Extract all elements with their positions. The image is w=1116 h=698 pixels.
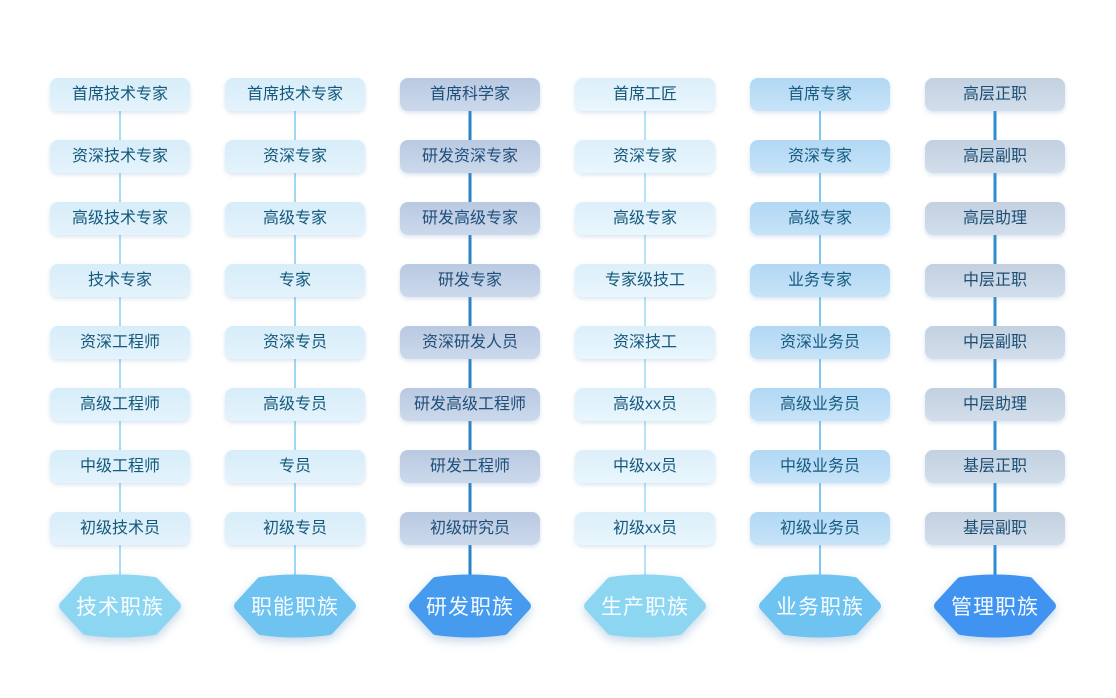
family-column-production: 首席工匠资深专家高级专家专家级技工资深技工高级xx员中级xx员初级xx员 生产职… xyxy=(575,78,715,638)
level-box: 高层副职 xyxy=(925,140,1065,173)
level-box: 基层正职 xyxy=(925,450,1065,483)
level-box: 高层正职 xyxy=(925,78,1065,111)
level-box: 资深专家 xyxy=(750,140,890,173)
family-column-business: 首席专家资深专家高级专家业务专家资深业务员高级业务员中级业务员初级业务员 业务职… xyxy=(750,78,890,638)
family-label: 研发职族 xyxy=(426,596,514,619)
level-box: 资深技工 xyxy=(575,326,715,359)
family-hexagon: 研发职族 xyxy=(408,574,532,638)
level-box: 资深专家 xyxy=(225,140,365,173)
level-box: 资深专员 xyxy=(225,326,365,359)
level-box: 业务专家 xyxy=(750,264,890,297)
level-box: 研发工程师 xyxy=(400,450,540,483)
family-label: 业务职族 xyxy=(776,596,864,619)
level-box: 高层助理 xyxy=(925,202,1065,235)
family-label: 职能职族 xyxy=(251,596,339,619)
levels: 高层正职高层副职高层助理中层正职中层副职中层助理基层正职基层副职 xyxy=(925,78,1065,545)
family-column-functional: 首席技术专家资深专家高级专家专家资深专员高级专员专员初级专员 职能职族 xyxy=(225,78,365,638)
levels: 首席技术专家资深专家高级专家专家资深专员高级专员专员初级专员 xyxy=(225,78,365,545)
level-box: 高级技术专家 xyxy=(50,202,190,235)
level-box: 专家级技工 xyxy=(575,264,715,297)
level-box: 技术专家 xyxy=(50,264,190,297)
level-box: 研发资深专家 xyxy=(400,140,540,173)
level-box: 首席技术专家 xyxy=(225,78,365,111)
level-box: 高级xx员 xyxy=(575,388,715,421)
level-box: 高级专家 xyxy=(575,202,715,235)
family-label: 生产职族 xyxy=(601,596,689,619)
level-box: 初级技术员 xyxy=(50,512,190,545)
level-box: 初级业务员 xyxy=(750,512,890,545)
level-box: 研发专家 xyxy=(400,264,540,297)
level-box: 初级xx员 xyxy=(575,512,715,545)
level-box: 研发高级工程师 xyxy=(400,388,540,421)
level-box: 资深技术专家 xyxy=(50,140,190,173)
level-box: 中级业务员 xyxy=(750,450,890,483)
level-box: 首席技术专家 xyxy=(50,78,190,111)
family-label: 管理职族 xyxy=(951,596,1039,619)
level-box: 研发高级专家 xyxy=(400,202,540,235)
level-box: 专员 xyxy=(225,450,365,483)
level-box: 中层正职 xyxy=(925,264,1065,297)
level-box: 资深研发人员 xyxy=(400,326,540,359)
family-hexagon: 技术职族 xyxy=(58,574,182,638)
family-label: 技术职族 xyxy=(76,596,164,619)
hexagon-shape xyxy=(934,574,1056,638)
family-hexagon: 职能职族 xyxy=(233,574,357,638)
level-box: 高级业务员 xyxy=(750,388,890,421)
level-box: 首席工匠 xyxy=(575,78,715,111)
level-box: 高级专员 xyxy=(225,388,365,421)
level-box: 中级xx员 xyxy=(575,450,715,483)
hexagon-shape xyxy=(409,574,531,638)
levels: 首席技术专家资深技术专家高级技术专家技术专家资深工程师高级工程师中级工程师初级技… xyxy=(50,78,190,545)
family-column-technology: 首席技术专家资深技术专家高级技术专家技术专家资深工程师高级工程师中级工程师初级技… xyxy=(50,78,190,638)
family-hexagon: 管理职族 xyxy=(933,574,1057,638)
level-box: 资深专家 xyxy=(575,140,715,173)
levels: 首席科学家研发资深专家研发高级专家研发专家资深研发人员研发高级工程师研发工程师初… xyxy=(400,78,540,545)
level-box: 中层助理 xyxy=(925,388,1065,421)
level-box: 中层副职 xyxy=(925,326,1065,359)
hexagon-shape xyxy=(759,574,881,638)
levels: 首席工匠资深专家高级专家专家级技工资深技工高级xx员中级xx员初级xx员 xyxy=(575,78,715,545)
family-column-rnd: 首席科学家研发资深专家研发高级专家研发专家资深研发人员研发高级工程师研发工程师初… xyxy=(400,78,540,638)
family-hexagon: 业务职族 xyxy=(758,574,882,638)
level-box: 高级专家 xyxy=(225,202,365,235)
level-box: 首席科学家 xyxy=(400,78,540,111)
level-box: 初级专员 xyxy=(225,512,365,545)
hexagon-shape xyxy=(59,574,181,638)
level-box: 专家 xyxy=(225,264,365,297)
level-box: 基层副职 xyxy=(925,512,1065,545)
level-box: 高级专家 xyxy=(750,202,890,235)
family-hexagon: 生产职族 xyxy=(583,574,707,638)
level-box: 资深工程师 xyxy=(50,326,190,359)
level-box: 初级研究员 xyxy=(400,512,540,545)
level-box: 首席专家 xyxy=(750,78,890,111)
level-box: 中级工程师 xyxy=(50,450,190,483)
level-box: 资深业务员 xyxy=(750,326,890,359)
hexagon-shape xyxy=(584,574,706,638)
level-box: 高级工程师 xyxy=(50,388,190,421)
hexagon-shape xyxy=(234,574,356,638)
levels: 首席专家资深专家高级专家业务专家资深业务员高级业务员中级业务员初级业务员 xyxy=(750,78,890,545)
family-column-management: 高层正职高层副职高层助理中层正职中层副职中层助理基层正职基层副职 管理职族 xyxy=(925,78,1065,638)
